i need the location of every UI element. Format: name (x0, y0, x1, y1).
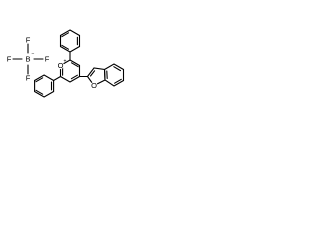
benzofuran-benzene-ring-outline (103, 63, 125, 87)
benzofuran-benzene-double-bond (113, 66, 122, 72)
boron-label: B (25, 55, 30, 64)
pyrylium-oxygen-label: O (58, 61, 64, 70)
pyrylium-ring: O + (56, 51, 81, 83)
fluorine-top-label: F (26, 36, 31, 45)
tetrafluoroborate-anion: F F B − F F (7, 36, 50, 83)
phenyl-left-double-bond (35, 89, 44, 95)
phenyl-top-ring-outline (59, 29, 81, 53)
fluorine-bottom-label: F (26, 74, 31, 83)
phenyl-left-double-bond (35, 77, 44, 83)
pyrylium-oxygen-backdrop (56, 61, 65, 70)
phenyl-top-double-bond (61, 32, 70, 38)
phenyl-ring-left (34, 74, 62, 98)
phenyl-left-ring-outline (34, 74, 55, 98)
benzofuran-oxygen-label: O (91, 81, 97, 90)
fluorine-left-label: F (7, 55, 12, 64)
bond-pyrylium-to-phenyl-left (53, 75, 62, 82)
boron-charge-label: − (32, 51, 35, 57)
fluorine-right-label: F (45, 55, 50, 64)
benzofuran-oxygen-backdrop (90, 81, 98, 90)
pyrylium-double-bond (70, 74, 78, 80)
benzofuran-benzene-double-bond (114, 78, 122, 84)
benzofuran-group: O (78, 63, 125, 90)
pyrylium-double-bond (70, 62, 79, 68)
furan-double-bond (89, 70, 96, 77)
phenyl-top-double-bond (61, 44, 70, 50)
phenyl-ring-top (59, 29, 81, 53)
pyrylium-charge-label: + (64, 59, 67, 65)
chemical-structure-diagram: F F B − F F O + (7, 29, 125, 98)
